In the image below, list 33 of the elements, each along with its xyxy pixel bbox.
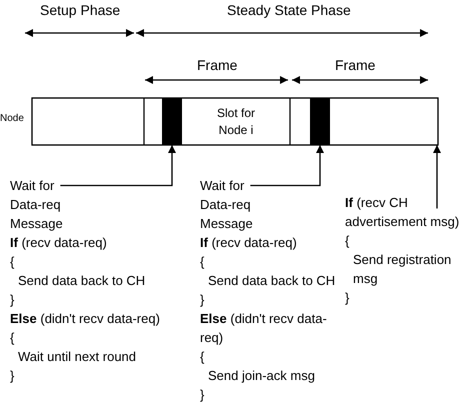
- pseudocode-line: If (recv data-req): [10, 234, 107, 252]
- leader-line: [433, 145, 441, 208]
- phase-label: Steady State Phase: [227, 2, 351, 18]
- leader-line: [250, 145, 324, 186]
- pseudocode-line: Send registration msg: [353, 251, 452, 288]
- pseudocode-line: {: [10, 253, 14, 271]
- pseudocode-line: Wait for Data-req Message: [10, 177, 64, 233]
- time-slot: [162, 98, 182, 145]
- phase-label: Setup Phase: [40, 2, 120, 18]
- pseudocode-line: Else (didn't recv data-req): [200, 310, 328, 347]
- pseudocode-line: Send data back to CH: [208, 272, 336, 290]
- frame-label: Frame: [197, 57, 238, 73]
- pseudocode-line: }: [200, 291, 204, 309]
- slot-label: Slot for Node i: [216, 104, 256, 138]
- pseudocode-line: }: [10, 291, 14, 309]
- pseudocode-line: If (recv CH advertisement msg): [345, 194, 460, 231]
- pseudocode-line: {: [200, 348, 204, 366]
- row-label: Node: [0, 113, 24, 124]
- pseudocode-line: Send data back to CH: [18, 272, 146, 290]
- pseudocode-line: }: [345, 289, 350, 307]
- pseudocode-line: {: [200, 253, 204, 271]
- pseudocode-line: Wait for Data-req Message: [200, 177, 254, 233]
- time-slot: [310, 98, 330, 145]
- pseudocode-line: }: [200, 386, 204, 404]
- leader-line: [60, 145, 176, 186]
- pseudocode-line: Wait until next round: [18, 348, 136, 366]
- pseudocode-line: Else (didn't recv data-req): [10, 310, 160, 328]
- pseudocode-line: {: [10, 329, 14, 347]
- pseudocode-line: {: [345, 232, 350, 250]
- pseudocode-line: }: [10, 367, 14, 385]
- pseudocode-line: Send join-ack msg: [208, 367, 315, 385]
- pseudocode-line: If (recv data-req): [200, 234, 297, 252]
- frame-label: Frame: [335, 57, 376, 73]
